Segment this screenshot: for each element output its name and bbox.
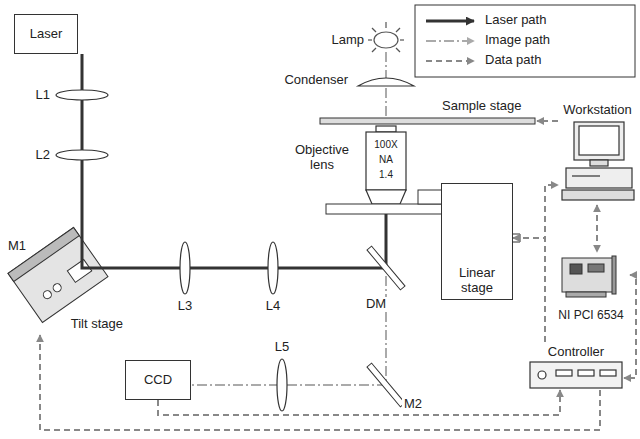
data-connector — [624, 275, 636, 378]
daq-card-icon — [562, 256, 616, 297]
lamp-symbol — [368, 22, 404, 52]
objective-marking: 1.4 — [377, 169, 395, 181]
objective-marking: NA — [377, 154, 395, 166]
condenser-lens — [358, 78, 414, 86]
node-label: Linear stage — [446, 266, 508, 296]
workstation-icon — [562, 122, 634, 200]
part-label: L1 — [34, 88, 52, 103]
part-label: M2 — [402, 397, 424, 412]
legend-sample — [424, 11, 478, 31]
legend-text: Image path — [485, 33, 550, 48]
part-label: L4 — [264, 299, 282, 314]
laser-box: Laser — [14, 14, 78, 54]
part-label: L3 — [176, 299, 194, 314]
node-label: Controller — [548, 345, 604, 360]
objective-lens — [366, 126, 406, 204]
legend-frame — [415, 5, 635, 77]
image-path — [191, 276, 386, 385]
mirror — [367, 363, 405, 407]
lens — [180, 242, 190, 294]
lens — [56, 150, 108, 160]
lens — [56, 90, 108, 100]
ccd-camera: CCD — [125, 360, 191, 400]
node-label: Workstation — [563, 103, 631, 118]
legend-sample — [424, 31, 478, 51]
data-line — [537, 120, 558, 122]
lens — [277, 359, 287, 411]
dichroic-mirror — [367, 246, 405, 290]
objective-mount — [326, 204, 442, 214]
controller-icon — [530, 362, 622, 388]
part-label: Objective lens — [287, 143, 357, 173]
node-label: NI PCI 6534 — [558, 309, 623, 323]
data-connector — [158, 390, 560, 415]
sample-stage — [320, 118, 535, 124]
legend-text: Laser path — [485, 13, 546, 28]
laser-beam — [82, 54, 386, 268]
part-label: L2 — [34, 148, 52, 163]
node-label: CCD — [144, 373, 172, 388]
part-label: L5 — [273, 340, 291, 355]
part-label: M1 — [6, 239, 28, 254]
objective-marking: 100X — [372, 139, 399, 151]
controller: Controller — [528, 342, 624, 390]
data-connector — [40, 335, 600, 430]
data-connector — [596, 205, 598, 252]
part-label: Lamp — [329, 33, 366, 48]
legend-sample — [424, 51, 478, 71]
node-label: Laser — [30, 27, 63, 42]
node-label: Tilt stage — [71, 317, 123, 332]
daq-card: NI PCI 6534 — [552, 252, 630, 326]
workstation: Workstation — [558, 100, 637, 205]
part-label: DM — [364, 297, 388, 312]
linear-stage-box: Linear stage — [441, 183, 513, 300]
legend-line — [426, 40, 474, 42]
legend-line — [426, 60, 474, 62]
data-connector — [545, 185, 558, 342]
data-connector — [513, 238, 545, 342]
part-label: Sample stage — [440, 99, 524, 114]
legend-text: Data path — [485, 53, 541, 68]
legend-line — [426, 20, 474, 23]
lens — [268, 242, 278, 294]
objective-mount — [418, 190, 442, 204]
part-label: Condenser — [282, 73, 350, 88]
